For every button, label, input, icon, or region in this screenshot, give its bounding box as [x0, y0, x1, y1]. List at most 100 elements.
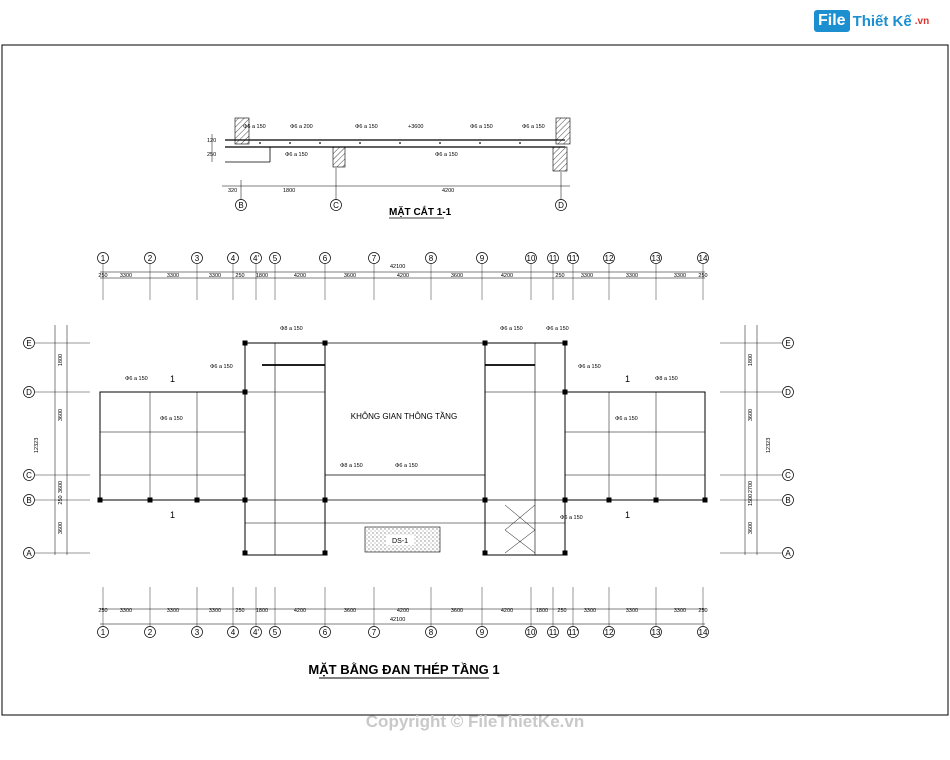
- section-note-6: Φ6 a 150: [470, 124, 493, 130]
- bottom-dim-12: 250: [557, 608, 566, 614]
- column-axis-bottom-6: 6: [319, 626, 331, 638]
- column-axis-top-1: 1: [97, 252, 109, 264]
- svg-text:10: 10: [527, 628, 536, 637]
- row-axis-left-C: C: [23, 469, 35, 481]
- plan-note-7: Φ6 a 150: [578, 364, 601, 370]
- section-note-1: Φ6 a 150: [243, 124, 266, 130]
- column-axes: 112233444'4'55667788991010111111'11'1212…: [97, 252, 709, 638]
- left-dim-0: 1800: [58, 354, 64, 366]
- right-dim-3: 1500: [748, 494, 754, 506]
- plan-note-10: Φ8 a 150: [340, 463, 363, 469]
- svg-text:11: 11: [549, 254, 558, 263]
- left-dim-4: 3600: [58, 522, 64, 534]
- svg-text:2: 2: [148, 628, 153, 637]
- svg-text:3: 3: [195, 628, 200, 637]
- column-axis-bottom-7: 7: [368, 626, 380, 638]
- plan-total-dim-bottom: 42100: [390, 617, 405, 623]
- logo-box: File: [814, 10, 850, 32]
- site-logo: File Thiết Kế .vn: [814, 10, 929, 32]
- svg-text:12: 12: [605, 628, 614, 637]
- column-axis-top-7: 7: [368, 252, 380, 264]
- svg-text:C: C: [333, 201, 339, 210]
- top-dim-4: 250: [235, 273, 244, 279]
- bottom-dim-2: 3300: [167, 608, 179, 614]
- row-axis-left-B: B: [23, 494, 35, 506]
- bottom-dim-11: 1800: [536, 608, 548, 614]
- ds-1-label: DS-1: [392, 538, 408, 545]
- svg-text:6: 6: [323, 628, 328, 637]
- top-dim-2: 3300: [167, 273, 179, 279]
- left-dim-2: 3600: [58, 481, 64, 493]
- bottom-dim-7: 3600: [344, 608, 356, 614]
- svg-text:12: 12: [605, 254, 614, 263]
- plan-right-total: 12323: [766, 438, 772, 453]
- top-dim-5: 1800: [256, 273, 268, 279]
- column-axis-top-6: 6: [319, 252, 331, 264]
- svg-text:9: 9: [480, 254, 485, 263]
- svg-text:9: 9: [480, 628, 485, 637]
- sheet-frame: [1, 44, 949, 716]
- column-axis-bottom-8: 8: [425, 626, 437, 638]
- top-dim-12: 3300: [581, 273, 593, 279]
- column-axis-bottom-13: 13: [650, 626, 662, 638]
- svg-text:11': 11': [568, 628, 578, 637]
- row-axis-right-D: D: [782, 386, 794, 398]
- svg-text:A: A: [785, 549, 791, 558]
- top-dim-9: 3600: [451, 273, 463, 279]
- section-mark-right-bottom: 1: [625, 510, 630, 520]
- structural-columns: [97, 340, 708, 556]
- section-note-5: Φ6 a 150: [435, 152, 458, 158]
- plan-note-11: Φ6 a 150: [395, 463, 418, 469]
- bottom-dim-6: 4200: [294, 608, 306, 614]
- section-note-2: Φ6 a 200: [290, 124, 313, 130]
- svg-text:6: 6: [323, 254, 328, 263]
- column-axis-bottom-10: 10: [525, 626, 537, 638]
- left-wing-outline: [99, 391, 246, 501]
- svg-text:14: 14: [699, 628, 708, 637]
- column-axis-top-9: 9: [476, 252, 488, 264]
- bottom-dim-13: 3300: [584, 608, 596, 614]
- section-note-4: Φ6 a 150: [355, 124, 378, 130]
- section-dim-1: 320: [228, 188, 237, 194]
- svg-text:13: 13: [652, 628, 661, 637]
- svg-text:A: A: [26, 549, 32, 558]
- top-dim-13: 3300: [626, 273, 638, 279]
- plan-note-2: Φ6 a 150: [210, 364, 233, 370]
- svg-text:5: 5: [273, 254, 278, 263]
- section-dim-3: 4200: [442, 188, 454, 194]
- section-axis-d: D: [555, 199, 567, 211]
- column-axis-top-12: 12: [603, 252, 615, 264]
- bottom-dim-16: 250: [698, 608, 707, 614]
- row-axis-left-A: A: [23, 547, 35, 559]
- svg-text:4: 4: [231, 628, 236, 637]
- section-column-mid: [332, 146, 346, 168]
- logo-suffix: .vn: [914, 15, 930, 27]
- row-axis-left-E: E: [23, 337, 35, 349]
- svg-text:1: 1: [101, 628, 106, 637]
- svg-text:C: C: [785, 471, 791, 480]
- logo-text: Thiết Kế: [852, 12, 912, 30]
- svg-text:5: 5: [273, 628, 278, 637]
- column-axis-top-11: 11: [547, 252, 559, 264]
- svg-text:4': 4': [253, 628, 259, 637]
- section-mark-left-bottom: 1: [170, 510, 175, 520]
- central-right-block: [484, 342, 566, 556]
- plan-total-dim-top: 42100: [390, 264, 405, 270]
- floor-plan: 42100 42100 12323 12323: [23, 252, 794, 679]
- top-dim-7: 3600: [344, 273, 356, 279]
- section-dim-2: 1800: [283, 188, 295, 194]
- right-dim-2: 2700: [748, 481, 754, 493]
- column-axis-top-14: 14: [697, 252, 709, 264]
- right-dim-0: 1800: [748, 354, 754, 366]
- column-axis-bottom-9: 9: [476, 626, 488, 638]
- bottom-dim-15: 3300: [674, 608, 686, 614]
- svg-text:8: 8: [429, 254, 434, 263]
- row-axis-right-B: B: [782, 494, 794, 506]
- plan-note-5: Φ6 a 150: [500, 326, 523, 332]
- svg-text:B: B: [238, 201, 243, 210]
- svg-text:1: 1: [101, 254, 106, 263]
- bottom-dim-5: 1800: [256, 608, 268, 614]
- svg-text:7: 7: [372, 628, 377, 637]
- svg-text:10: 10: [527, 254, 536, 263]
- svg-text:B: B: [26, 496, 31, 505]
